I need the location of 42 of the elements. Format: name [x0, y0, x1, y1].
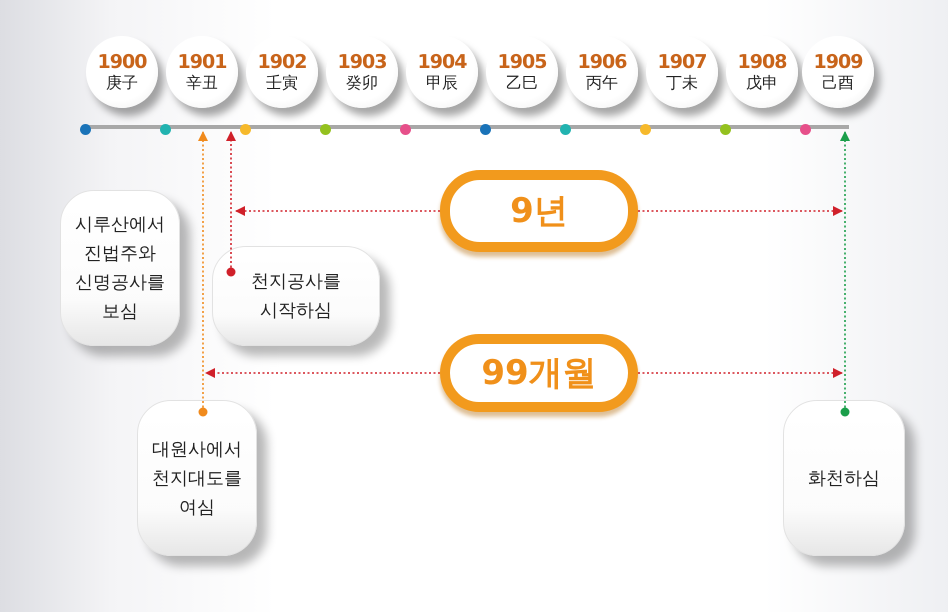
- cyclic-year-label: 戊申: [746, 73, 778, 93]
- cyclic-year-label: 乙巳: [506, 73, 538, 93]
- year-label: 1905: [498, 51, 546, 73]
- arrow: [226, 131, 236, 276]
- arrow: [205, 368, 440, 378]
- cyclic-year-label: 甲辰: [426, 73, 458, 93]
- duration-pill: 9년: [440, 170, 638, 252]
- cyclic-year-label: 庚子: [106, 73, 138, 93]
- year-label: 1902: [258, 51, 306, 73]
- arrow: [198, 131, 208, 416]
- event-box: 대원사에서 천지대도를 여심: [137, 400, 257, 556]
- cyclic-year-label: 丙午: [586, 73, 618, 93]
- year-label: 1903: [338, 51, 386, 73]
- year-circle: [246, 36, 318, 108]
- cyclic-year-label: 辛丑: [186, 73, 218, 93]
- year-circle: [326, 36, 398, 108]
- year-circle: [486, 36, 558, 108]
- arrow: [235, 206, 440, 216]
- cyclic-year-label: 己酉: [822, 73, 854, 93]
- event-box: 화천하심: [783, 400, 905, 556]
- event-box: 시루산에서 진법주와 신명공사를 보심: [60, 190, 180, 346]
- arrow: [840, 131, 850, 416]
- event-box: 천지공사를 시작하심: [212, 246, 380, 346]
- year-circle: [166, 36, 238, 108]
- year-label: 1907: [658, 51, 706, 73]
- duration-pill: 99개월: [440, 334, 638, 412]
- cyclic-year-label: 丁未: [666, 73, 698, 93]
- year-circle: [802, 36, 874, 108]
- year-circle: [726, 36, 798, 108]
- year-label: 1908: [738, 51, 786, 73]
- year-label: 1901: [178, 51, 226, 73]
- year-label: 1904: [418, 51, 466, 73]
- year-circle: [406, 36, 478, 108]
- year-circle: [646, 36, 718, 108]
- year-label: 1906: [578, 51, 626, 73]
- year-label: 1909: [814, 51, 862, 73]
- arrow: [638, 368, 843, 378]
- year-circle: [566, 36, 638, 108]
- cyclic-year-label: 壬寅: [266, 73, 298, 93]
- year-label: 1900: [98, 51, 146, 73]
- cyclic-year-label: 癸卯: [346, 73, 378, 93]
- arrow: [638, 206, 843, 216]
